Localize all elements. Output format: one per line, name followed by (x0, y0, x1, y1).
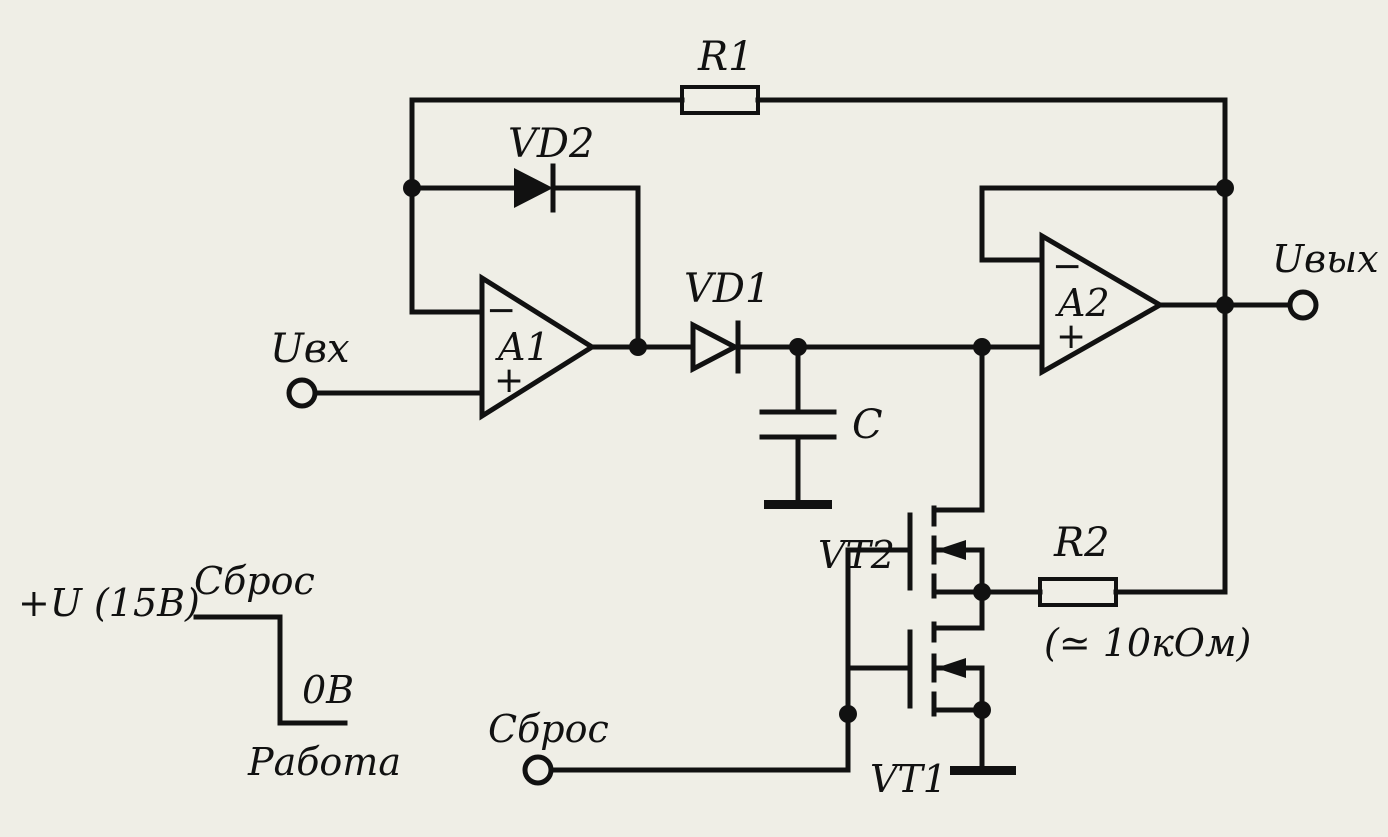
capacitor-c (759, 409, 837, 440)
a2-minus-sign: − (1052, 246, 1082, 287)
resistor-r1 (680, 85, 760, 115)
opamp-a2 (1039, 231, 1166, 377)
label-timing-work: Работа (247, 740, 401, 784)
input-terminal-uin (286, 377, 318, 409)
label-timing-reset: Сброс (194, 559, 315, 603)
a1-plus-sign: + (494, 360, 524, 401)
label-u-out: Uвых (1272, 237, 1379, 281)
label-vt2: VT2 (818, 533, 895, 577)
ground-symbol-c (764, 500, 832, 509)
label-vt1: VT1 (870, 757, 947, 801)
label-u-in: Uвх (270, 326, 350, 372)
diode-vd1 (690, 320, 741, 374)
diode-vd2 (514, 163, 556, 213)
label-a2: A2 (1055, 281, 1110, 325)
ground-symbol-vt1 (950, 766, 1016, 775)
label-r1: R1 (697, 34, 754, 80)
opamp-a1 (479, 273, 597, 421)
output-terminal-uout (1287, 289, 1319, 321)
label-vd2: VD2 (508, 121, 594, 167)
transistor-vt2 (907, 505, 985, 599)
label-supply: +U (15В) (18, 581, 200, 625)
junction-dots (403, 179, 1234, 723)
label-r2: R2 (1053, 520, 1110, 566)
reset-terminal (522, 754, 554, 786)
resistor-r2 (1038, 577, 1118, 607)
transistor-vt1 (907, 621, 985, 717)
label-c: C (852, 402, 883, 448)
label-reset-input: Сброс (488, 707, 609, 751)
a2-plus-sign: + (1056, 316, 1086, 357)
a1-minus-sign: − (486, 290, 516, 331)
label-vd1: VD1 (684, 266, 770, 312)
reset-waveform (193, 614, 348, 726)
label-a1: A1 (495, 325, 550, 369)
label-timing-zero: 0В (302, 668, 354, 712)
label-r2-value: (≃ 10кОм) (1044, 621, 1251, 665)
